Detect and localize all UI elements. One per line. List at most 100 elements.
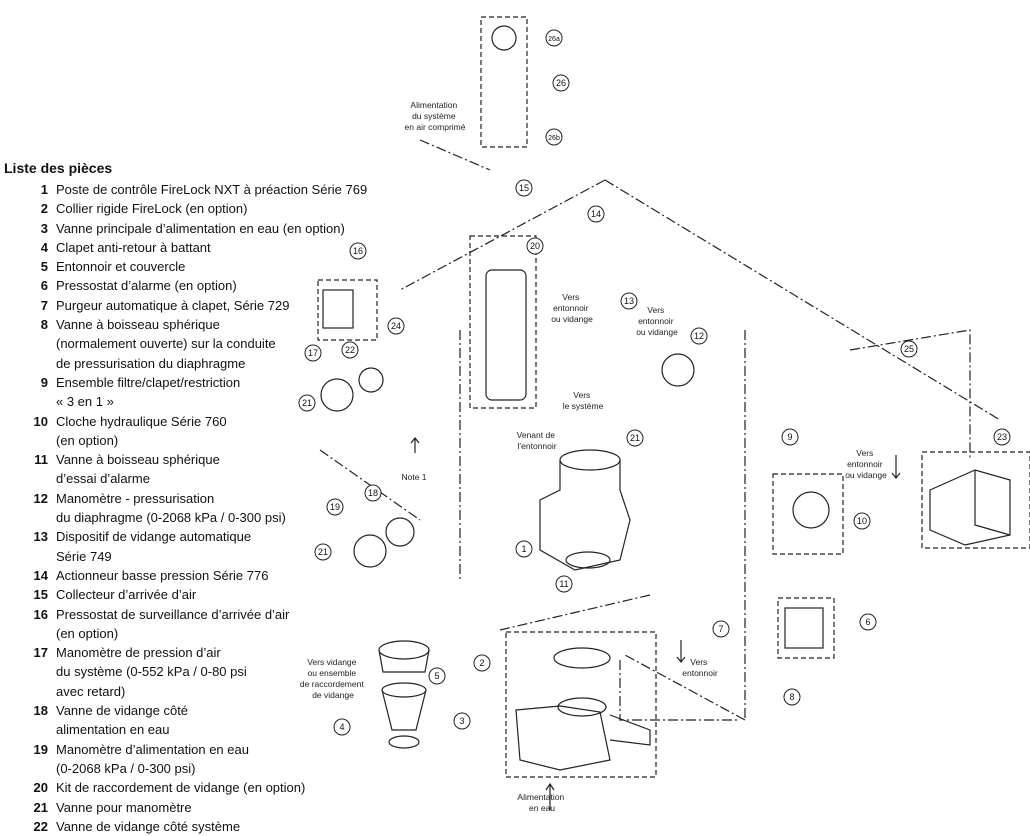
callout-19: 19 [330,502,340,512]
part-description-line: Vanne de vidange côté [56,703,189,719]
parts-list-item: 5 Entonnoir et couvercle [4,257,399,276]
part-description: Purgeur automatique à clapet, Série 729 [56,296,399,315]
callout-8: 8 [789,692,794,702]
part-number: 12 [33,490,48,506]
part-description-line: Entonnoir et couvercle [56,259,186,275]
label-from-funnel: Venant de l’entonnoir [517,430,558,451]
part-number: 5 [40,259,48,275]
part-number: 7 [40,297,48,313]
water-supply-valve [515,697,651,771]
drain-kit [485,269,527,401]
part-description-line: (0-2068 kPa / 0-300 psi) [56,760,196,776]
label-note-1: Note 1 [401,472,426,482]
part-description-line: Clapet anti-retour à battant [56,239,211,255]
callout-15: 15 [519,183,529,193]
callout-21c: 21 [630,433,640,443]
callout-26b: 26b [548,135,560,142]
part-description: Poste de contrôle FireLock NXT à préacti… [56,180,399,199]
part-description: Collecteur d’arrivée d’air [56,585,399,604]
part-number: 21 [33,799,48,815]
callout-9: 9 [787,432,792,442]
part-description: Cloche hydraulique Série 760(en option) [56,412,399,451]
label-air-supply: Alimentation du système en air comprimé [405,100,466,132]
part-description: Vanne de vidange côté système [56,817,399,836]
callout-2: 2 [479,658,484,668]
part-description-line: Actionneur basse pression Série 776 [56,567,269,583]
callout-3: 3 [459,716,464,726]
part-description-line: Vanne de vidange côté système [56,818,241,834]
part-description-line: Cloche hydraulique Série 760 [56,413,227,429]
part-description: Vanne à boisseau sphérique(normalement o… [56,315,399,373]
callout-10: 10 [857,516,867,526]
control-valve-body [539,449,631,571]
callout-26a: 26a [548,36,560,43]
callout-16: 16 [353,246,363,256]
part-number: 1 [40,182,48,197]
part-description: Pressostat de surveillance d’arrivée d’a… [56,605,399,644]
part-number: 18 [33,703,48,719]
label-to-funnel-2: Vers entonnoir ou vidange [636,305,678,337]
callout-18: 18 [368,488,378,498]
callout-14: 14 [591,209,601,219]
part-description-line: Collier rigide FireLock (en option) [56,201,248,217]
part-number: 14 [33,567,48,583]
label-to-drain-kit: Vers vidange ou ensemble de raccordement… [300,657,366,700]
part-description-line: Dispositif de vidange automatique [56,529,252,545]
callout-22: 22 [345,345,355,355]
part-number: 19 [33,741,48,757]
callout-17: 17 [308,348,318,358]
callout-4: 4 [339,722,344,732]
callout-20: 20 [530,241,540,251]
gauges [320,25,830,568]
parts-list-item: 19 Manomètre d’alimentation en eau(0-2068… [4,740,399,779]
part-description-line: Vanne à boisseau sphérique [56,452,220,468]
callout-26: 26 [556,78,566,88]
part-description-line: Vanne à boisseau sphérique [56,317,220,333]
part-description-line: Purgeur automatique à clapet, Série 729 [56,297,290,313]
callout-21b: 21 [318,547,328,557]
callout-1: 1 [521,544,526,554]
part-description-line: de pressurisation du diaphragme [56,355,246,371]
part-description: Clapet anti-retour à battant [56,238,399,257]
part-description-line: avec retard) [56,683,126,699]
parts-list-item: 21 Vanne pour manomètre [4,798,399,817]
part-description-line: Poste de contrôle FireLock NXT à préacti… [56,182,368,197]
part-number: 20 [33,780,48,796]
part-number: 16 [33,606,48,622]
part-description: Entonnoir et couvercle [56,257,399,276]
parts-list-item: 20 Kit de raccordement de vidange (en opt… [4,778,399,797]
part-description: Vanne principale d’alimentation en eau (… [56,219,399,238]
label-water-supply: Alimentation en eau [517,792,566,813]
callout-11: 11 [559,579,568,589]
part-description-line: Vanne pour manomètre [56,799,192,815]
part-description-line: Kit de raccordement de vidange (en optio… [56,780,306,796]
part-number: 11 [34,452,48,468]
part-description: Manomètre d’alimentation en eau(0-2068 k… [56,740,399,779]
part-description-line: Pressostat de surveillance d’arrivée d’a… [56,606,290,622]
parts-list-item: 1 Poste de contrôle FireLock NXT à préact… [4,180,399,199]
callout-7: 7 [718,624,723,634]
part-description-line: Manomètre - pressurisation [56,490,215,506]
flow-arrows [410,437,901,810]
option-boxes [317,16,1030,778]
parts-list-item: 7 Purgeur automatique à clapet, Série 729 [4,296,399,315]
callout-6: 6 [865,617,870,627]
part-number: 17 [33,645,48,661]
part-description-line: (en option) [56,625,119,641]
part-description-line: Collecteur d’arrivée d’air [56,587,197,603]
